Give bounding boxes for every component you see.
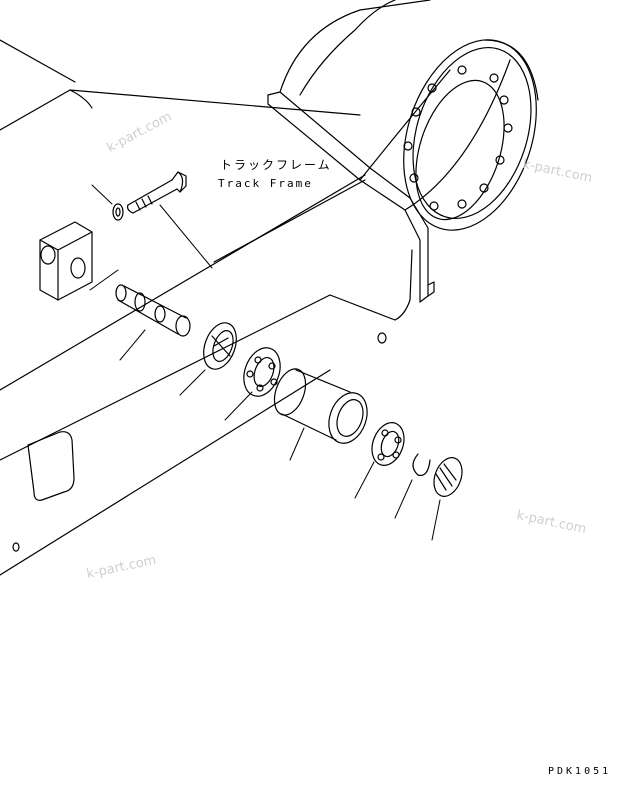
idler-bracket [267, 0, 511, 303]
drawing-code: PDK1051 [548, 766, 612, 777]
snap-ring [412, 453, 431, 477]
track-frame-label-en: Track Frame [218, 177, 313, 190]
sleeve-bushing [273, 368, 368, 444]
shaft-pin [115, 284, 191, 337]
bearing-left [243, 347, 281, 397]
bearing-right [371, 422, 405, 466]
seal-left [203, 322, 237, 370]
bolt [126, 171, 187, 214]
track-frame [0, 39, 413, 576]
cap-seal [433, 457, 463, 497]
leader-lines [89, 184, 441, 541]
washer [112, 203, 124, 221]
track-frame-label-jp: トラックフレーム [220, 158, 332, 172]
hub-ring [403, 39, 539, 231]
holder-block [39, 221, 93, 301]
